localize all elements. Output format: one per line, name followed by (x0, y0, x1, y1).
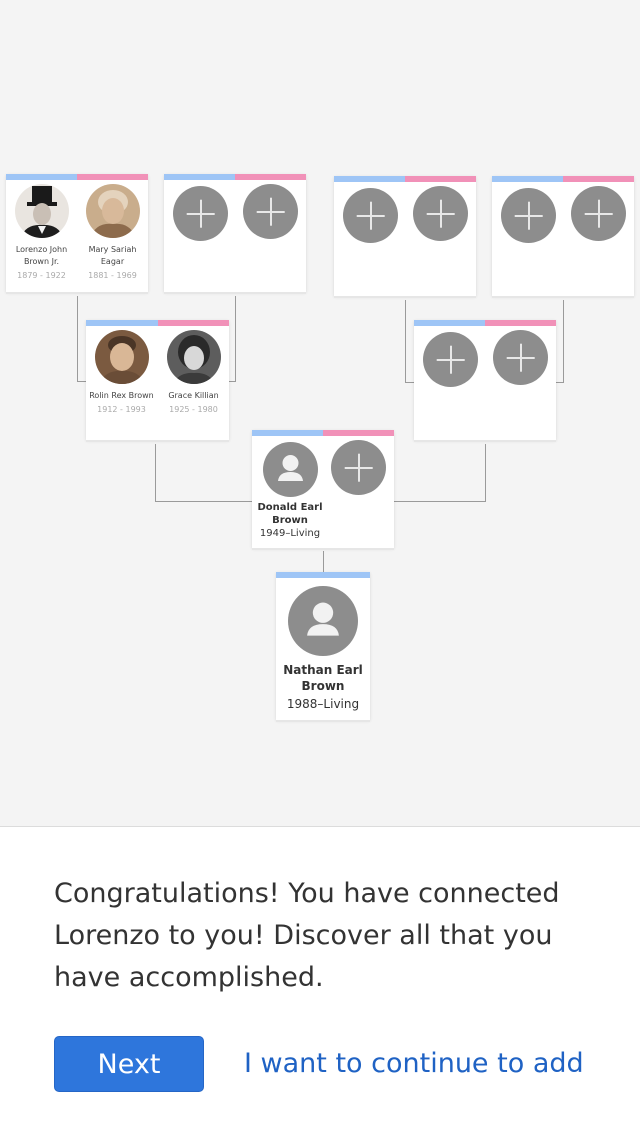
connector-line (155, 501, 253, 502)
person-grace[interactable]: Grace Killian 1925 - 1980 (158, 330, 229, 416)
plus-icon[interactable] (413, 186, 468, 241)
gender-bar (414, 320, 556, 326)
person-name: Donald Earl Brown (257, 502, 323, 526)
add-person-slot[interactable] (173, 186, 228, 241)
add-person-slot[interactable] (571, 186, 626, 241)
connector-line (485, 444, 486, 502)
gender-bar (6, 174, 148, 180)
person-rolin[interactable]: Rolin Rex Brown 1912 - 1993 (86, 330, 157, 416)
add-person-slot[interactable] (493, 330, 548, 385)
connector-line (563, 300, 564, 383)
add-person-slot[interactable] (423, 332, 478, 387)
person-dates: 1879 - 1922 (17, 271, 66, 280)
congratulations-panel: Congratulations! You have connected Lore… (0, 826, 640, 1137)
person-silhouette-icon (262, 442, 318, 497)
connector-line (555, 382, 564, 383)
connector-line (77, 296, 78, 382)
plus-icon[interactable] (331, 440, 386, 495)
person-name: Mary Sariah Eagar (88, 245, 137, 266)
add-person-slot[interactable] (243, 184, 298, 239)
couple-card-great-grandparents[interactable]: Lorenzo John Brown Jr. 1879 - 1922 Mary … (6, 174, 148, 292)
person-dates: 1881 - 1969 (88, 271, 137, 280)
person-name: Grace Killian (168, 391, 219, 400)
next-button[interactable]: Next (54, 1036, 204, 1092)
connector-line (228, 381, 236, 382)
person-name: Nathan Earl Brown (283, 663, 363, 693)
person-nathan[interactable]: Nathan Earl Brown 1988–Living (276, 586, 370, 712)
plus-icon[interactable] (423, 332, 478, 387)
person-dates: 1988–Living (286, 697, 360, 711)
person-donald[interactable]: Donald Earl Brown 1949–Living (252, 442, 328, 540)
portrait-photo (166, 330, 221, 384)
plus-icon[interactable] (343, 188, 398, 243)
family-tree: Lorenzo John Brown Jr. 1879 - 1922 Mary … (0, 0, 640, 826)
congratulations-message: Congratulations! You have connected Lore… (54, 878, 560, 993)
continue-adding-link[interactable]: I want to continue to add (244, 1048, 584, 1079)
couple-card-empty[interactable] (164, 174, 306, 292)
connector-line (155, 444, 156, 502)
couple-card-empty[interactable] (492, 176, 634, 296)
connector-line (77, 381, 87, 382)
add-person-slot[interactable] (501, 188, 556, 243)
connector-line (405, 300, 406, 383)
add-person-slot[interactable] (413, 186, 468, 241)
connector-line (405, 382, 415, 383)
connector-line (393, 501, 486, 502)
portrait-photo (85, 184, 140, 238)
person-name: Rolin Rex Brown (89, 391, 154, 400)
person-silhouette-icon (288, 586, 358, 656)
couple-card-parents[interactable]: Donald Earl Brown 1949–Living (252, 430, 394, 548)
gender-bar (86, 320, 229, 326)
gender-bar (164, 174, 306, 180)
person-lorenzo[interactable]: Lorenzo John Brown Jr. 1879 - 1922 (6, 184, 77, 282)
plus-icon[interactable] (493, 330, 548, 385)
plus-icon[interactable] (243, 184, 298, 239)
couple-card-empty[interactable] (414, 320, 556, 440)
connector-line (323, 551, 324, 573)
gender-bar (334, 176, 476, 182)
gender-bar (252, 430, 394, 436)
person-dates: 1925 - 1980 (169, 405, 218, 414)
person-dates: 1912 - 1993 (97, 405, 146, 414)
gender-bar (276, 572, 370, 578)
person-dates: 1949–Living (259, 528, 321, 539)
add-person-slot[interactable] (331, 440, 386, 495)
add-person-slot[interactable] (343, 188, 398, 243)
connector-line (235, 296, 236, 382)
plus-icon[interactable] (571, 186, 626, 241)
person-card-root[interactable]: Nathan Earl Brown 1988–Living (276, 572, 370, 720)
portrait-photo (14, 184, 69, 238)
gender-bar (492, 176, 634, 182)
plus-icon[interactable] (501, 188, 556, 243)
plus-icon[interactable] (173, 186, 228, 241)
person-name: Lorenzo John Brown Jr. (15, 245, 68, 266)
couple-card-empty[interactable] (334, 176, 476, 296)
person-mary[interactable]: Mary Sariah Eagar 1881 - 1969 (77, 184, 148, 282)
portrait-photo (94, 330, 149, 384)
couple-card-grandparents[interactable]: Rolin Rex Brown 1912 - 1993 Grace Killia… (86, 320, 229, 440)
